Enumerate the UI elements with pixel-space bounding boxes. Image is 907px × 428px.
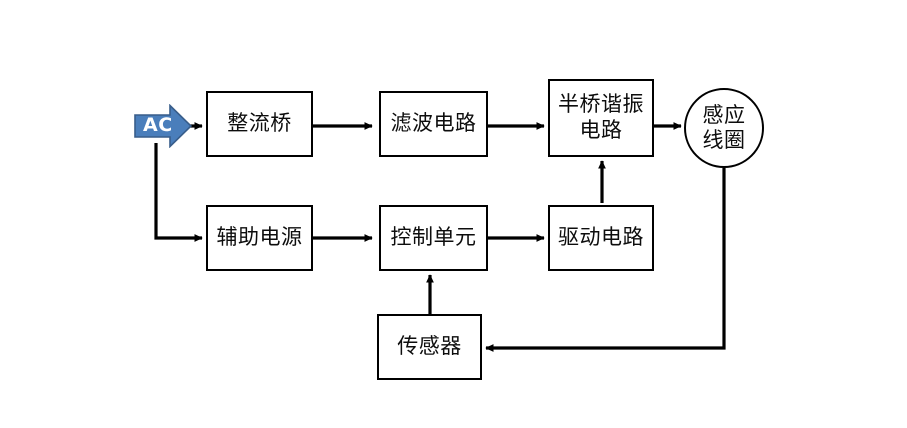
node-filter-circuit-label: 滤波电路: [390, 111, 477, 136]
node-half-bridge-resonant-circuit-label: 半桥谐振 电路: [558, 92, 644, 142]
node-induction-coil-label: 感应 线圈: [702, 102, 746, 152]
edge-ac-to-auxpower: [154, 143, 203, 242]
node-induction-coil: 感应 线圈: [684, 88, 764, 168]
node-auxiliary-power: 辅助电源: [206, 205, 313, 271]
node-control-unit: 控制单元: [379, 205, 488, 271]
node-drive-circuit-label: 驱动电路: [558, 225, 644, 250]
node-half-bridge-resonant-circuit: 半桥谐振 电路: [548, 79, 654, 157]
node-auxiliary-power-label: 辅助电源: [216, 225, 303, 250]
node-rectifier-label: 整流桥: [227, 111, 292, 136]
node-sensor-label: 传感器: [397, 334, 462, 359]
ac-source-arrow: AC: [134, 104, 192, 148]
edge-coil-to-sensor: [485, 168, 726, 352]
ac-source-label: AC: [143, 113, 173, 136]
ac-arrow-shape-icon: [134, 104, 192, 148]
node-control-unit-label: 控制单元: [390, 225, 477, 250]
node-filter-circuit: 滤波电路: [379, 91, 488, 157]
node-sensor: 传感器: [377, 314, 482, 380]
node-drive-circuit: 驱动电路: [548, 205, 654, 271]
node-rectifier: 整流桥: [206, 91, 313, 157]
